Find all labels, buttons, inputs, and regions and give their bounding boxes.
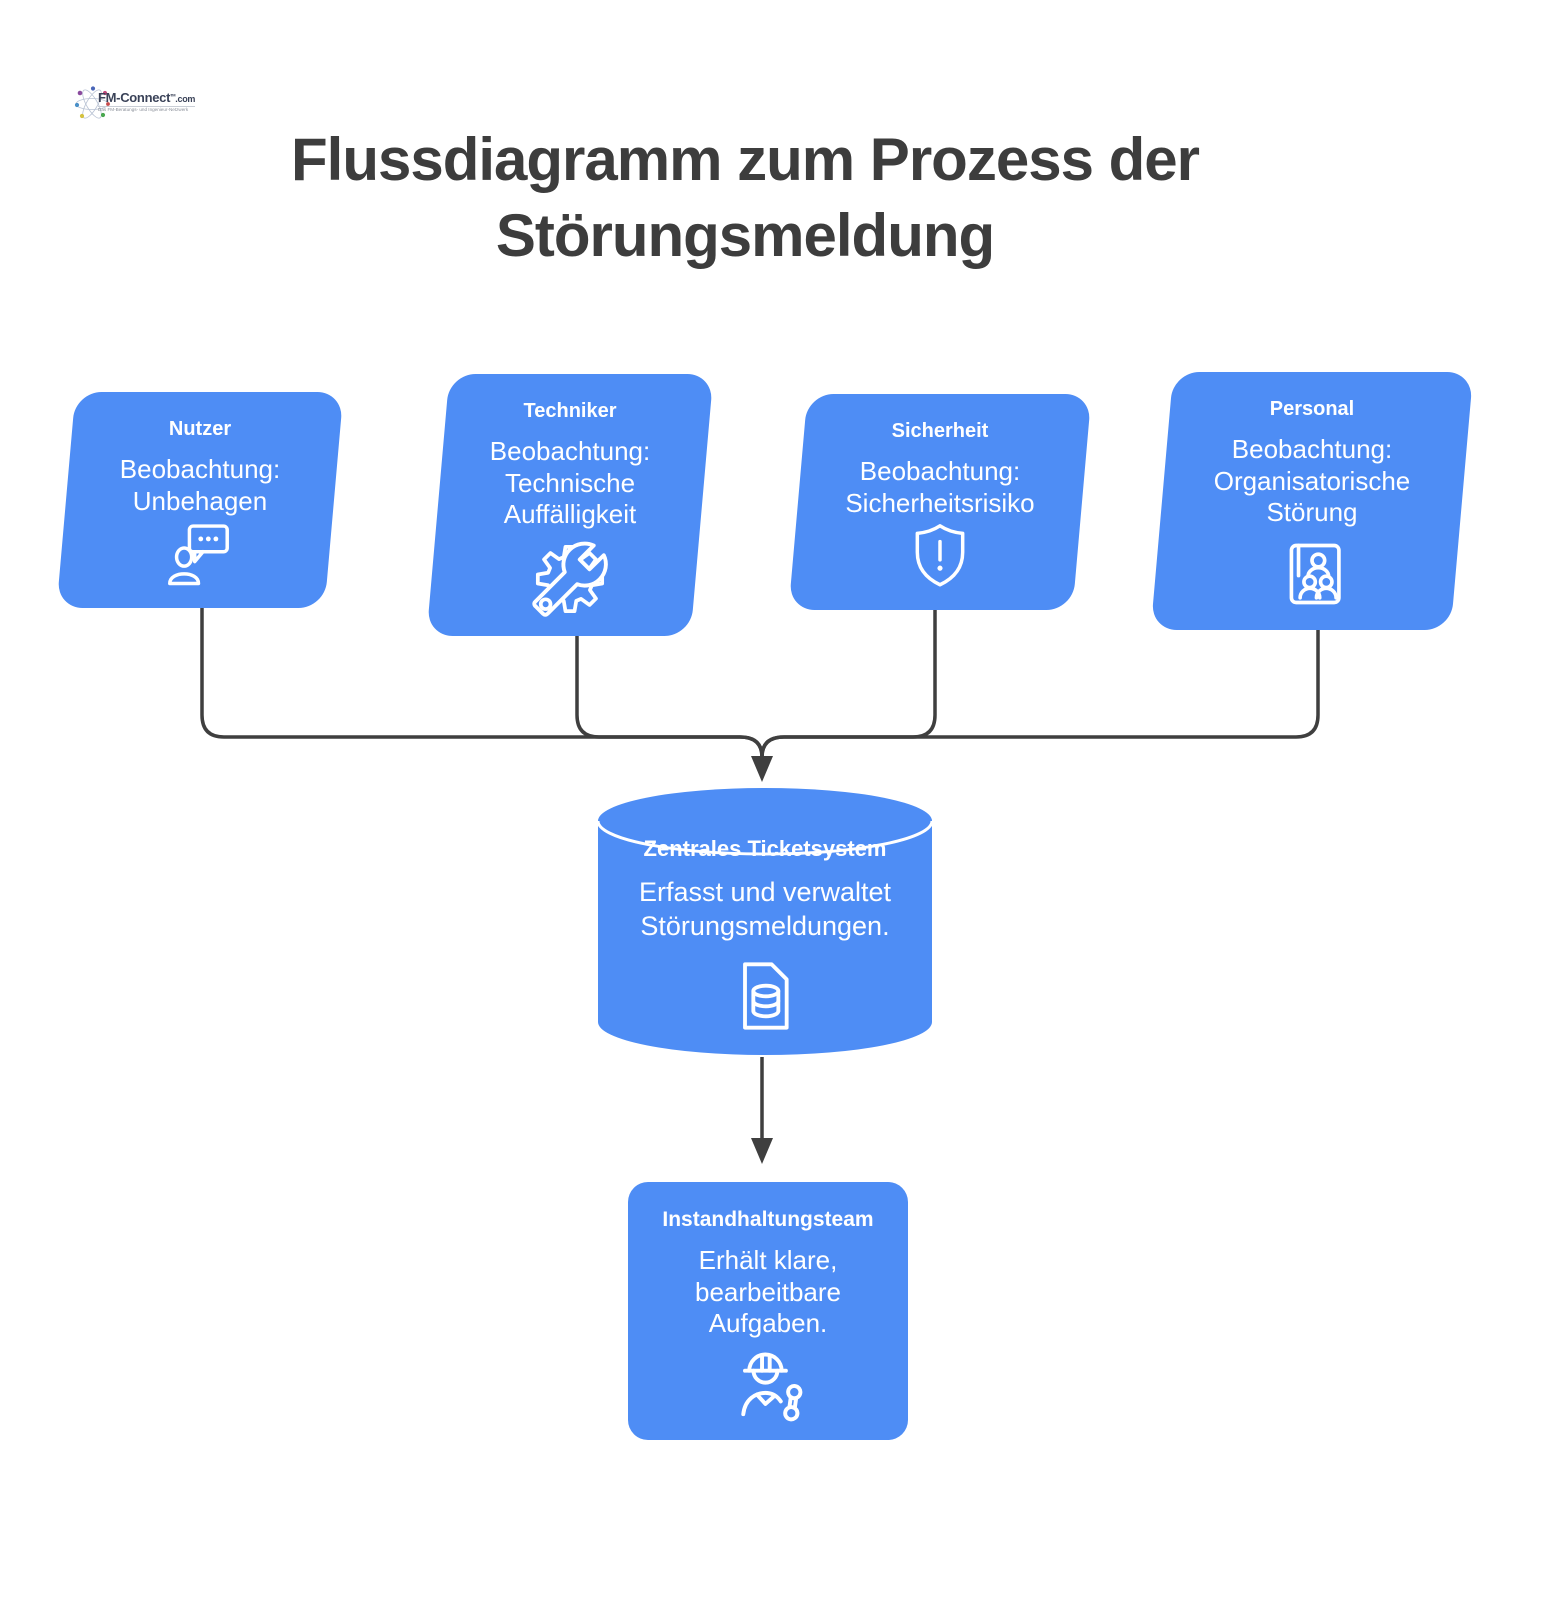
gear-wrench-icon	[532, 541, 608, 617]
node-title: Techniker	[523, 400, 617, 422]
node-body: Beobachtung: Organisatorische Störung	[1213, 434, 1411, 528]
node-techniker: Techniker Beobachtung: Technische Auffäl…	[426, 374, 714, 636]
node-title: Instandhaltungsteam	[662, 1208, 874, 1231]
team-card-icon	[1289, 543, 1341, 605]
node-body: Beobachtung: Sicherheitsrisiko	[845, 456, 1035, 518]
logo-tm: TM	[170, 92, 176, 98]
node-body: Beobachtung: Technische Auffälligkeit	[489, 436, 651, 530]
node-body: Beobachtung: Unbehagen	[119, 454, 281, 516]
database-document-icon	[743, 961, 789, 1030]
shield-alert-icon	[915, 524, 965, 587]
node-body: Erhält klare, bearbeitbare Aufgaben.	[695, 1245, 841, 1339]
node-body: Erfasst und verwaltet Störungsmeldungen.	[638, 877, 892, 941]
node-instandhaltungsteam: Instandhaltungsteam Erhält klare, bearbe…	[628, 1182, 908, 1440]
logo-brand: FM-ConnectTM.com	[98, 90, 196, 105]
fm-connect-logo: FM-ConnectTM.com Das FM-Beratungs- und I…	[72, 82, 196, 128]
logo-tagline: Das FM-Beratungs- und Ingenieur-Netzwerk	[98, 106, 196, 113]
arrowhead-into-ticketsystem	[751, 756, 773, 782]
worker-wrench-icon	[741, 1352, 803, 1422]
logo-starburst-icon	[74, 86, 110, 119]
logo-tld: .com	[175, 94, 196, 104]
arrowhead-into-team	[751, 1138, 773, 1164]
connector-techniker	[575, 636, 764, 760]
connector-personal	[760, 630, 1320, 760]
cylinder-rim	[596, 820, 934, 856]
node-title: Sicherheit	[891, 420, 989, 442]
node-nutzer: Nutzer Beobachtung: Unbehagen	[56, 392, 344, 608]
node-personal: Personal Beobachtung: Organisatorische S…	[1150, 372, 1474, 630]
node-title: Zentrales Ticketsystem	[643, 836, 887, 861]
cylinder-body	[598, 788, 932, 1055]
node-title: Nutzer	[168, 418, 232, 440]
node-title: Personal	[1269, 398, 1355, 420]
node-ticketsystem: Zentrales Ticketsystem Erfasst und verwa…	[608, 836, 922, 1036]
page-title: Flussdiagramm zum Prozess der Störungsme…	[291, 126, 1200, 269]
node-sicherheit: Sicherheit Beobachtung: Sicherheitsrisik…	[788, 394, 1092, 610]
user-chat-icon	[168, 524, 229, 586]
